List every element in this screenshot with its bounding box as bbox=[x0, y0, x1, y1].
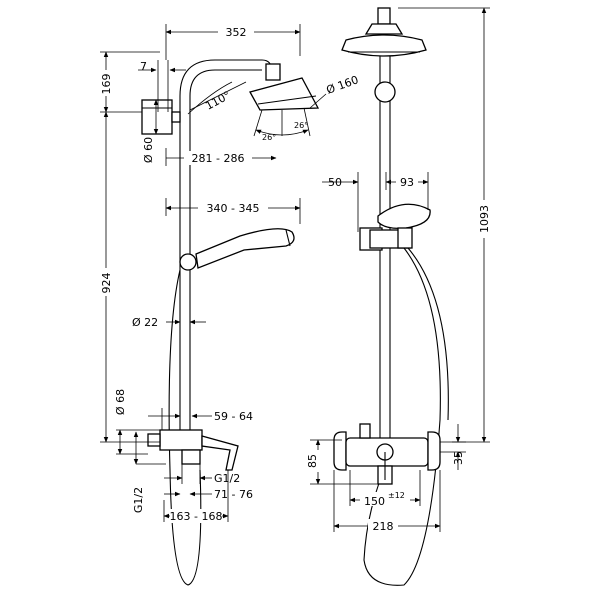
dim-22: Ø 22 bbox=[132, 316, 158, 329]
head-shower bbox=[249, 63, 320, 111]
dim-93: 93 bbox=[400, 176, 414, 189]
dim-26-right: 26° bbox=[294, 121, 308, 130]
dim-169: 169 bbox=[100, 74, 113, 95]
wall-bracket bbox=[141, 99, 173, 135]
mixer-lever bbox=[201, 435, 239, 471]
dim-150-tolerance: ±12 bbox=[388, 491, 405, 500]
dim-150: 150 bbox=[364, 495, 385, 508]
dim-110-angle: 110° bbox=[203, 89, 233, 113]
dim-g12-horizontal: G1/2 bbox=[214, 472, 240, 485]
dim-26-left: 26° bbox=[262, 133, 276, 142]
dim-50: 50 bbox=[328, 176, 342, 189]
dim-352: 352 bbox=[226, 26, 247, 39]
dim-281-286: 281 - 286 bbox=[192, 152, 245, 165]
dim-35: 35 bbox=[452, 451, 465, 465]
mixer bbox=[147, 429, 239, 471]
hose bbox=[168, 269, 202, 586]
dim-1093: 1093 bbox=[478, 205, 491, 233]
head-shower-front bbox=[341, 34, 427, 57]
hose-front bbox=[363, 247, 441, 586]
dim-59-64: 59 - 64 bbox=[214, 410, 253, 423]
mixer-front bbox=[333, 423, 441, 485]
front-view: 50 93 1093 85 35 150 ±12 218 bbox=[306, 7, 492, 586]
dim-340-345: 340 - 345 bbox=[207, 202, 260, 215]
dim-g12-vertical: G1/2 bbox=[132, 487, 145, 513]
dim-60: Ø 60 bbox=[142, 137, 155, 163]
side-view: 352 7 169 924 110° Ø 160 26° 26° Ø 60 bbox=[98, 24, 361, 586]
dim-71-76: 71 - 76 bbox=[214, 488, 253, 501]
dim-85: 85 bbox=[306, 454, 319, 468]
dim-163-168: 163 - 168 bbox=[170, 510, 223, 523]
hand-shower bbox=[179, 228, 295, 271]
dim-160: Ø 160 bbox=[325, 73, 361, 97]
hand-shower-front bbox=[377, 203, 431, 230]
dim-7: 7 bbox=[140, 60, 147, 73]
dim-218: 218 bbox=[373, 520, 394, 533]
dim-68: Ø 68 bbox=[114, 389, 127, 415]
dim-924: 924 bbox=[100, 273, 113, 294]
